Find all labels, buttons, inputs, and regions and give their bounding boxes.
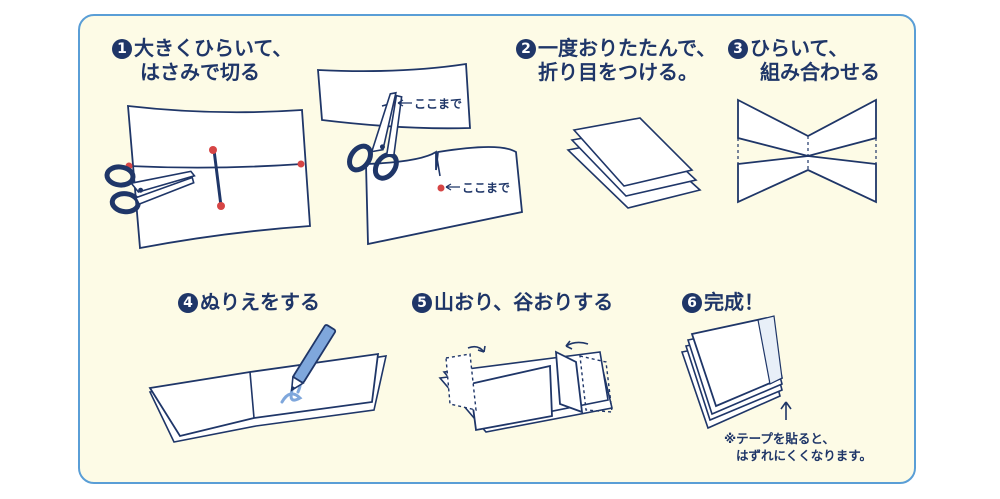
step6-finished (680, 315, 784, 430)
cut-until-label-top: ここまで (414, 97, 463, 111)
step-2-number: 2 (516, 39, 536, 59)
step1-sheet (125, 104, 311, 250)
step3-crossed-sheets (737, 98, 877, 204)
step2-folded-stack (566, 117, 702, 209)
cut-until-label-bottom: ここまで (462, 181, 511, 195)
arrow-left-icon (397, 99, 460, 191)
step-3-number: 3 (728, 39, 748, 59)
step-4-number: 4 (178, 293, 198, 313)
tape-note: ※テープを貼ると、 はずれにくくなります。 (724, 431, 873, 463)
step5-folding (438, 340, 613, 433)
step-5-number: 5 (412, 293, 432, 313)
step1-cut-sheets (317, 62, 523, 246)
step-1-number: 1 (112, 39, 132, 59)
arrow-up-icon (780, 401, 792, 420)
step-6-number: 6 (682, 293, 702, 313)
pencil-icon (290, 324, 337, 392)
step4-coloring-sheet (148, 352, 388, 443)
